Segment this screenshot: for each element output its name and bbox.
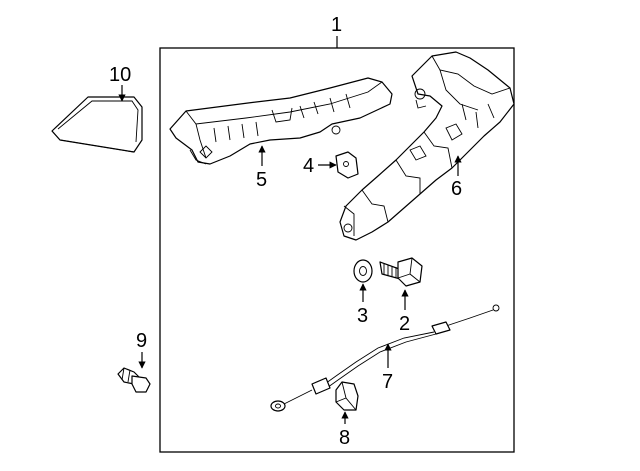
callout-5: 5 — [256, 169, 267, 191]
part-3-washer[interactable] — [353, 259, 373, 283]
callout-9: 9 — [136, 330, 147, 352]
callout-1: 1 — [331, 14, 342, 36]
part-8-retaining-clip[interactable] — [335, 381, 359, 411]
part-5-arm-housing[interactable] — [169, 77, 393, 165]
callout-4: 4 — [303, 155, 314, 177]
part-10-armrest-pad[interactable] — [51, 96, 143, 153]
callout-10: 10 — [109, 64, 131, 86]
part-9-stud[interactable] — [117, 367, 151, 393]
part-7-release-cable[interactable] — [270, 304, 500, 412]
callout-3: 3 — [357, 305, 368, 327]
part-4-clip[interactable] — [335, 151, 359, 179]
callout-8: 8 — [339, 427, 350, 449]
part-2-bolt[interactable] — [379, 257, 423, 287]
callout-6: 6 — [451, 178, 462, 200]
callout-7: 7 — [382, 371, 393, 393]
part-6-support-bracket[interactable] — [339, 51, 515, 241]
callout-2: 2 — [399, 313, 410, 335]
